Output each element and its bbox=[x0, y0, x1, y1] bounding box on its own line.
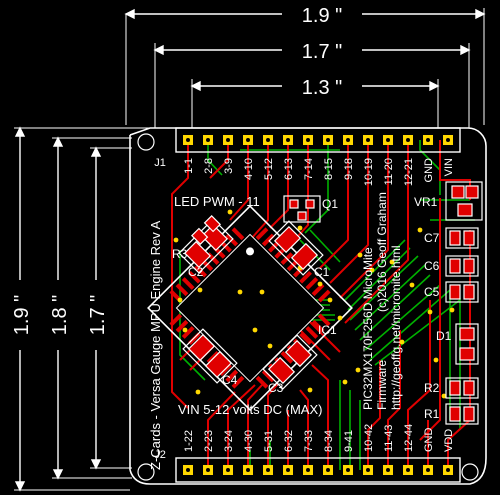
right-components bbox=[445, 181, 483, 425]
url-label: http://geoffg.net/micromite.html bbox=[389, 245, 403, 410]
j1-pin-label: 4-10 bbox=[243, 158, 255, 180]
dimension-labels-left: 1.9 " 1.8 " 1.7 " bbox=[8, 280, 109, 350]
vias bbox=[173, 209, 455, 399]
r2-label: R2 bbox=[424, 381, 440, 395]
firmware-label: Firmware bbox=[375, 360, 389, 410]
copyright-label: (c)2016 Geoff Graham bbox=[375, 192, 389, 312]
j1-pin-label: 9-18 bbox=[343, 158, 355, 180]
q1-label: Q1 bbox=[322, 197, 338, 211]
j1-pin-label: 7-14 bbox=[303, 158, 315, 180]
passive-pads bbox=[178, 195, 324, 390]
dim-left-3: 1.7 " bbox=[87, 295, 109, 335]
j2-pin-label: VDD bbox=[443, 429, 455, 452]
dim-top-2: 1.7 " bbox=[302, 41, 342, 63]
j1-pin-label: 8-15 bbox=[323, 158, 335, 180]
mcu-label: PIC32MX170F256D MicroMite bbox=[361, 247, 375, 410]
c2-label: C2 bbox=[188, 265, 204, 279]
j2-label: J2 bbox=[154, 449, 166, 461]
connector-j1 bbox=[175, 127, 461, 153]
dimension-labels-top: 1.9 " 1.7 " 1.3 " bbox=[282, 2, 362, 99]
c6-label: C6 bbox=[424, 259, 440, 273]
j1-pin-label: 12-21 bbox=[403, 158, 415, 186]
j1-pin-label: GND bbox=[423, 158, 435, 183]
j2-pin-label: 4-30 bbox=[243, 430, 255, 452]
j1-label: J1 bbox=[154, 157, 166, 169]
led-pwm-label: LED PWM - 11 bbox=[174, 194, 260, 209]
j2-pin-label: 11-43 bbox=[383, 425, 395, 452]
j2-pin-label: 10-42 bbox=[363, 424, 375, 452]
j2-pin-label: 3-24 bbox=[223, 430, 235, 452]
d1-label: D1 bbox=[436, 329, 452, 343]
j2-pin-label: 1-22 bbox=[183, 430, 195, 452]
j2-pin-label: 5-31 bbox=[263, 430, 275, 452]
c3-label: C3 bbox=[268, 381, 284, 395]
j2-pin-labels: 1-22 2-23 3-24 4-30 5-31 6-32 7-33 8-34 9-41 10-4… bbox=[183, 424, 455, 452]
connector-j2 bbox=[175, 457, 461, 483]
j1-pin-label: 2-8 bbox=[203, 158, 215, 174]
c7-label: C7 bbox=[424, 231, 440, 245]
board-title: Z-Cards - Versa Gauge MPU Engine Rev A bbox=[148, 220, 163, 470]
j1-pin-label: VIN bbox=[443, 158, 455, 176]
j2-pin-label: 6-32 bbox=[283, 430, 295, 452]
j2-pin-label: GND bbox=[423, 428, 435, 453]
j2-pin-label: 2-23 bbox=[203, 430, 215, 452]
dim-top-3: 1.3 " bbox=[302, 77, 342, 99]
board-outline bbox=[129, 127, 487, 485]
j1-pin-label: 10-19 bbox=[363, 158, 375, 186]
j1-pin-label: 5-12 bbox=[263, 158, 275, 180]
j1-pin-label: 3-9 bbox=[223, 158, 235, 174]
c4-label: C4 bbox=[222, 373, 238, 387]
r3-label: R3 bbox=[172, 247, 188, 261]
j2-pin-label: 12-44 bbox=[403, 424, 415, 452]
vr1-label: VR1 bbox=[414, 195, 438, 209]
j2-pin-label: 7-33 bbox=[303, 430, 315, 452]
c1-label: C1 bbox=[314, 265, 330, 279]
j1-pin-label: 6-13 bbox=[283, 158, 295, 180]
j1-pin-labels: 1-1 2-8 3-9 4-10 5-12 6-13 7-14 8-15 9-18 10-19 11… bbox=[183, 158, 455, 186]
ic1-label: IC1 bbox=[318, 323, 337, 337]
dim-top-1: 1.9 " bbox=[302, 5, 342, 27]
dim-left-1: 1.9 " bbox=[11, 295, 33, 335]
j1-pin-label: 1-1 bbox=[183, 158, 195, 174]
j2-pin-label: 8-34 bbox=[323, 430, 335, 452]
c5-label: C5 bbox=[424, 285, 440, 299]
dimension-lines-top bbox=[124, 8, 486, 128]
j1-pin-label: 11-20 bbox=[383, 158, 395, 185]
dim-left-2: 1.8 " bbox=[49, 295, 71, 335]
r1-label: R1 bbox=[424, 407, 440, 421]
vin-label: VIN 5-12 volts DC (MAX) bbox=[178, 402, 322, 417]
ic1-chip bbox=[147, 205, 353, 411]
j2-pin-label: 9-41 bbox=[343, 430, 355, 452]
